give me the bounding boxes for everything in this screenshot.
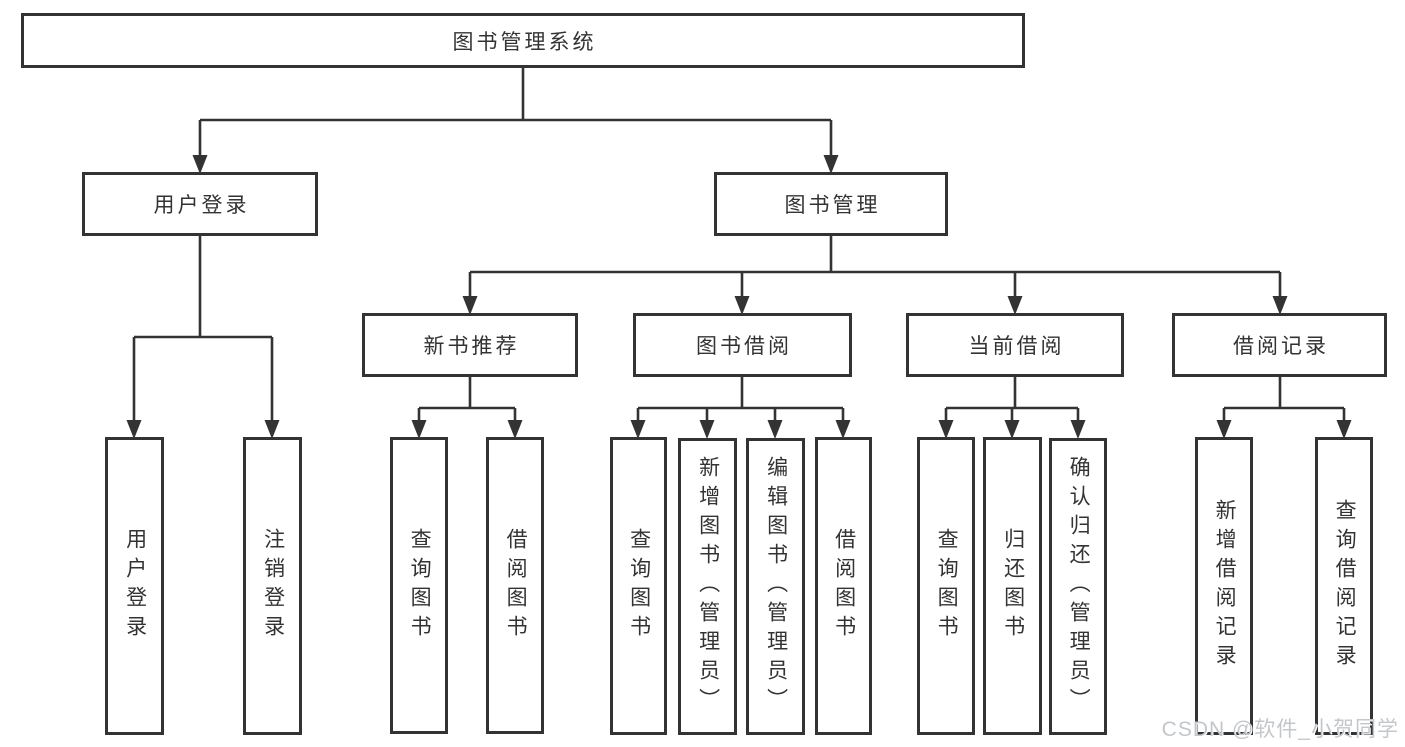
leaf-borrowing-borrow-books: 借阅图书 xyxy=(815,437,872,735)
leaf-borrowing-edit-books-admin: 编辑图书（管理员） xyxy=(746,438,805,735)
node-book-borrowing: 图书借阅 xyxy=(633,313,852,377)
leaf-label: 查询借阅记录 xyxy=(1333,499,1357,673)
node-label: 用户登录 xyxy=(153,194,250,217)
leaf-label: 新增借阅记录 xyxy=(1213,499,1237,673)
leaf-current-confirm-return-admin: 确认归还（管理员） xyxy=(1049,438,1107,735)
node-label: 图书借阅 xyxy=(696,335,792,358)
leaf-label: 查询图书 xyxy=(627,528,651,644)
leaf-current-return-books: 归还图书 xyxy=(983,437,1042,735)
leaf-label: 归还图书 xyxy=(1001,528,1025,644)
csdn-watermark: CSDN @软件_小贺同学 xyxy=(1161,718,1399,741)
leaf-label: 用户登录 xyxy=(123,528,147,644)
node-book-management: 图书管理 xyxy=(714,172,948,236)
node-borrowing-records: 借阅记录 xyxy=(1172,313,1387,377)
leaf-label: 查询图书 xyxy=(408,527,432,644)
leaf-label: 借阅图书 xyxy=(504,527,528,644)
node-label: 新书推荐 xyxy=(423,335,520,358)
leaf-newrec-borrow-books: 借阅图书 xyxy=(486,437,544,734)
node-library-management-system: 图书管理系统 xyxy=(21,13,1025,68)
node-label: 当前借阅 xyxy=(968,335,1065,358)
leaf-label: 新增图书（管理员） xyxy=(696,456,720,717)
leaf-current-query-books: 查询图书 xyxy=(917,437,975,735)
leaf-label: 注销登录 xyxy=(261,528,285,644)
leaf-label: 编辑图书（管理员） xyxy=(764,456,788,717)
leaf-records-query-borrow-record: 查询借阅记录 xyxy=(1315,437,1373,735)
leaf-borrowing-add-books-admin: 新增图书（管理员） xyxy=(678,438,737,735)
node-current-borrowing: 当前借阅 xyxy=(906,313,1124,377)
leaf-records-add-borrow-record: 新增借阅记录 xyxy=(1195,437,1253,735)
leaf-logout-login: 注销登录 xyxy=(243,437,302,735)
leaf-label: 借阅图书 xyxy=(832,528,856,644)
leaf-label: 确认归还（管理员） xyxy=(1067,456,1091,717)
leaf-borrowing-query-books: 查询图书 xyxy=(610,437,667,735)
node-label: 借阅记录 xyxy=(1233,335,1329,358)
leaf-newrec-query-books: 查询图书 xyxy=(390,437,448,734)
leaf-label: 查询图书 xyxy=(935,528,959,644)
leaf-user-login: 用户登录 xyxy=(105,437,164,735)
node-label: 图书管理系统 xyxy=(452,30,597,54)
node-label: 图书管理 xyxy=(784,194,881,217)
node-new-book-recommend: 新书推荐 xyxy=(362,313,578,377)
node-user-login: 用户登录 xyxy=(82,172,318,236)
